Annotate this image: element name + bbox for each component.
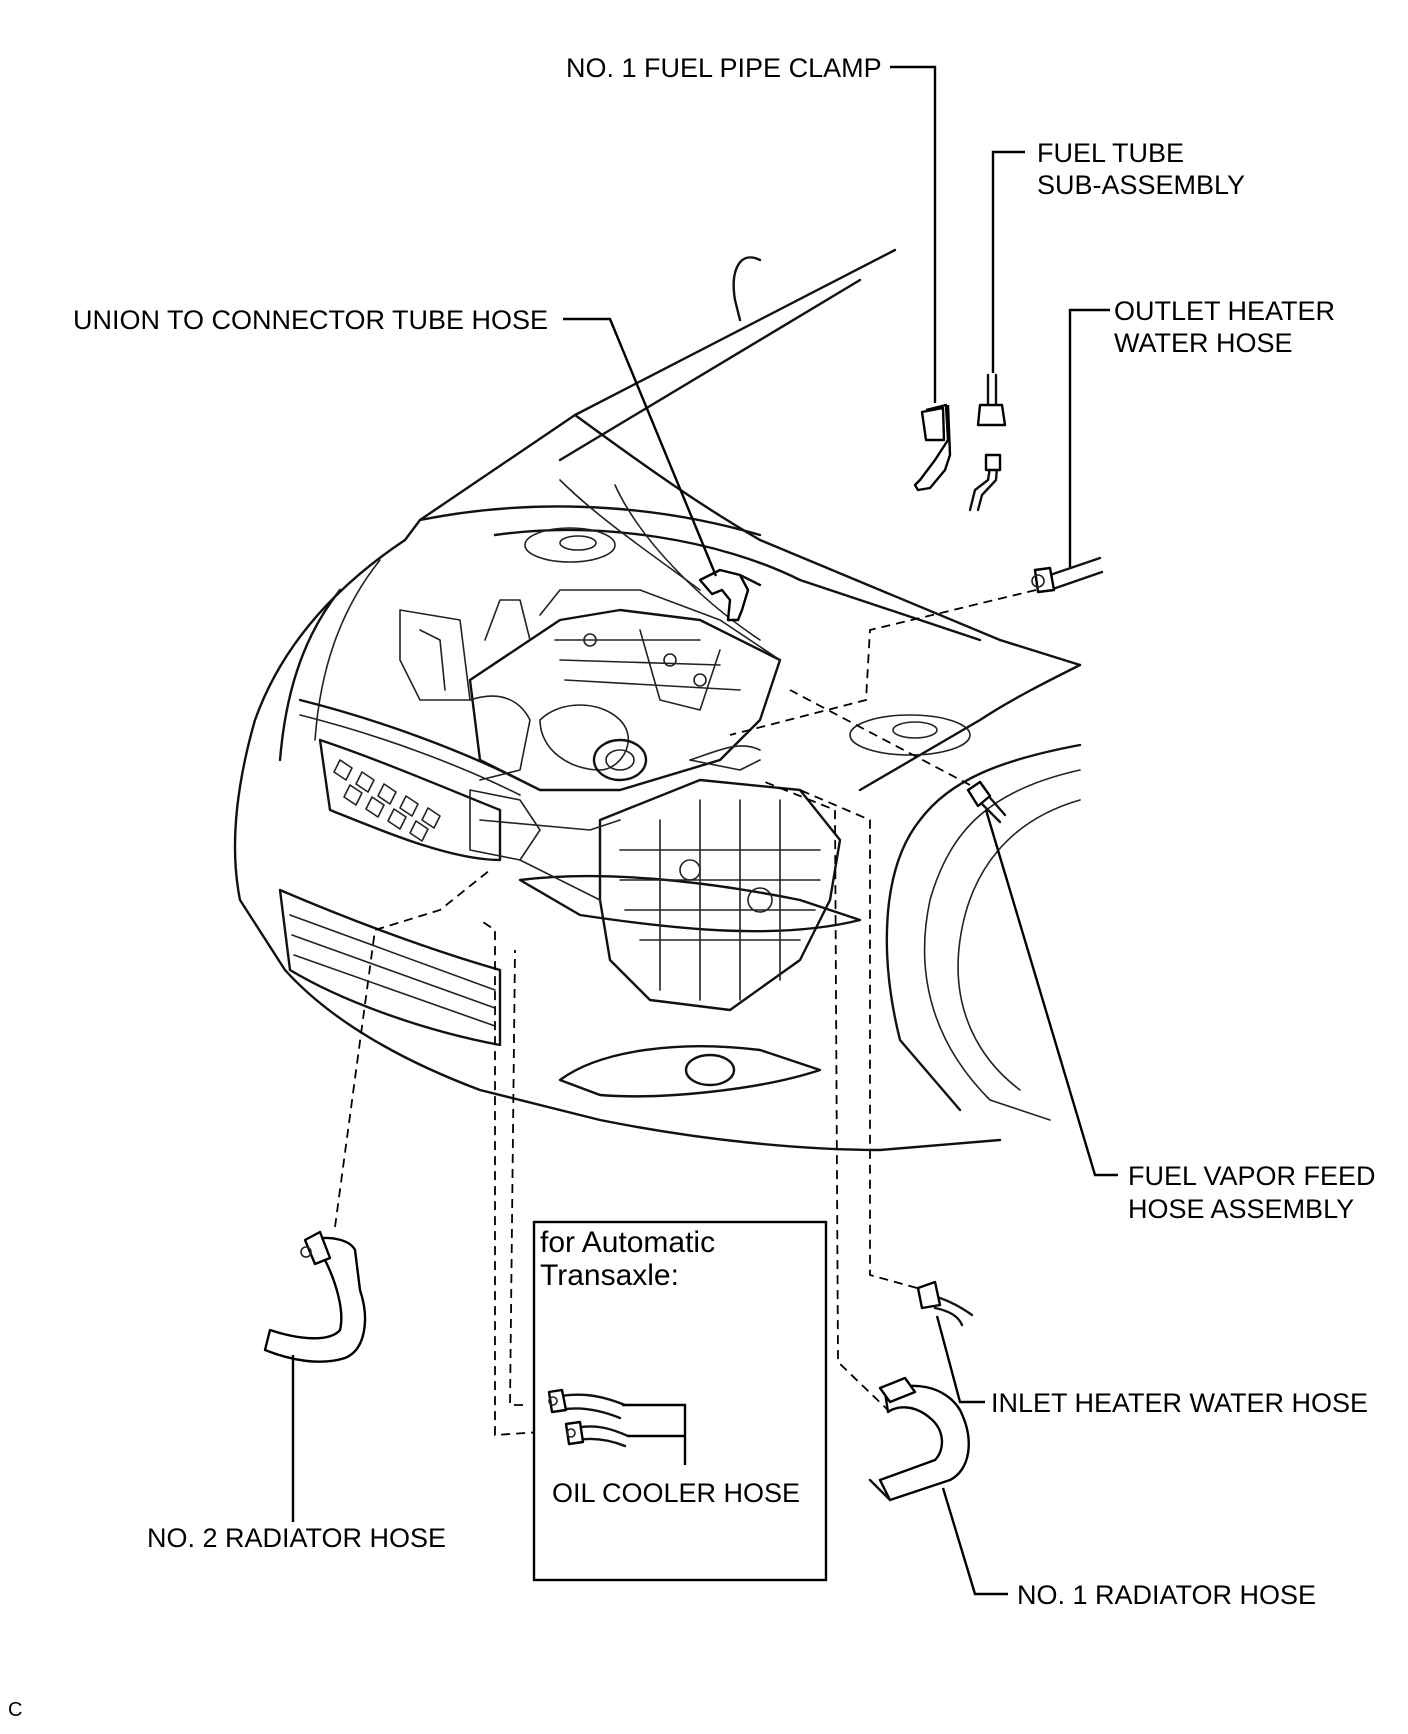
oil-cooler-hose-part xyxy=(547,1388,630,1448)
inset-frame xyxy=(532,1220,828,1582)
no2-radiator-hose-part xyxy=(263,1230,367,1363)
union-hose-part xyxy=(698,568,762,622)
no1-radiator-label: NO. 1 RADIATOR HOSE xyxy=(1017,1580,1316,1610)
fuel-pipe-clamp-part xyxy=(913,403,952,492)
callout-labels: NO. 1 FUEL PIPE CLAMP FUEL TUBE SUB-ASSE… xyxy=(8,53,1376,1721)
fuel-tube-label-line2: SUB-ASSEMBLY xyxy=(1037,170,1245,200)
no1-radiator-hose-part xyxy=(868,1376,970,1502)
fuel-vapor-label-line2: HOSE ASSEMBLY xyxy=(1128,1194,1354,1224)
fuel-pipe-clamp-label: NO. 1 FUEL PIPE CLAMP xyxy=(566,53,882,83)
figure-code: C xyxy=(8,1699,22,1721)
union-hose-label: UNION TO CONNECTOR TUBE HOSE xyxy=(73,305,548,335)
oil-cooler-leader xyxy=(622,1403,687,1465)
inlet-heater-label: INLET HEATER WATER HOSE xyxy=(991,1388,1368,1418)
automatic-transaxle-inset: for Automatic Transaxle: OIL COOLER HOSE xyxy=(532,1220,828,1582)
fuel-vapor-label-line1: FUEL VAPOR FEED xyxy=(1128,1161,1376,1191)
engine-assembly xyxy=(399,589,842,1012)
inset-title-line1: for Automatic xyxy=(540,1226,715,1259)
leader-lines xyxy=(291,65,1118,1596)
oil-cooler-hose-label: OIL COOLER HOSE xyxy=(552,1478,800,1508)
location-lines xyxy=(334,589,1037,1436)
fuel-tube-part xyxy=(968,373,1007,512)
vehicle-outline xyxy=(233,248,1082,1152)
outlet-heater-label-line1: OUTLET HEATER xyxy=(1114,296,1335,326)
inlet-heater-hose-part xyxy=(916,1280,974,1327)
fuel-tube-label-line1: FUEL TUBE xyxy=(1037,138,1184,168)
outlet-heater-hose-part xyxy=(1031,556,1104,594)
fuel-vapor-hose-part xyxy=(966,780,1007,824)
no2-radiator-label: NO. 2 RADIATOR HOSE xyxy=(147,1523,446,1553)
outlet-heater-label-line2: WATER HOSE xyxy=(1114,328,1293,358)
inset-title-line2: Transaxle: xyxy=(540,1259,679,1292)
